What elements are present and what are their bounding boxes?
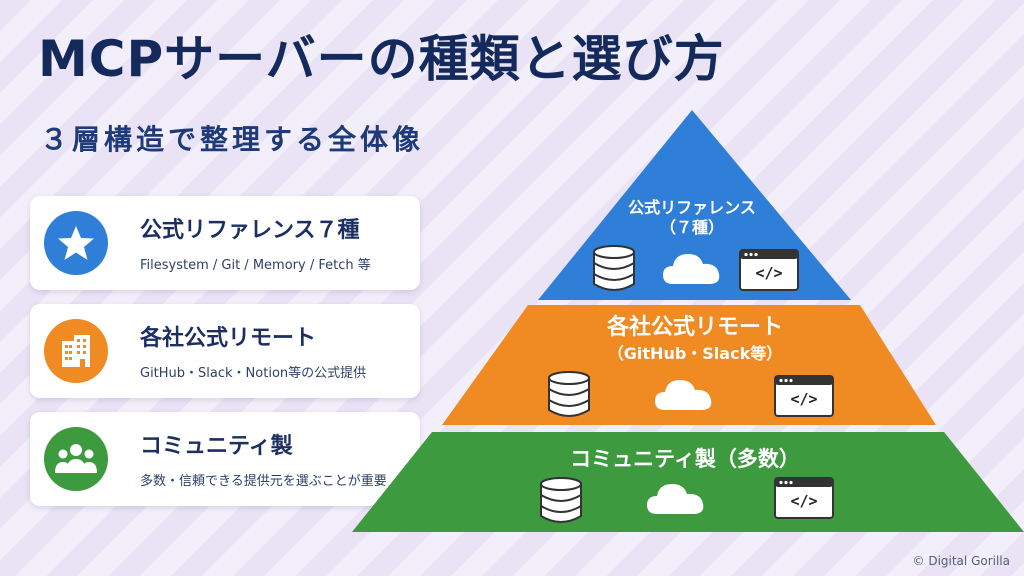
card-title: 各社公式リモート [140, 326, 317, 351]
copyright: © Digital Gorilla [912, 554, 1010, 568]
pyramid-middle-label: 各社公式リモート （GitHub・Slack等） [540, 315, 850, 367]
pyramid-top-label-line2: （７種） [659, 218, 724, 237]
database-icon [593, 245, 635, 291]
code-icon-text: </> [755, 264, 782, 282]
database-icon [540, 477, 582, 523]
pyramid-top-label: 公式リファレンス （７種） [592, 198, 792, 238]
building-icon [44, 319, 108, 383]
pyramid-middle-label-line2: （GitHub・Slack等） [607, 344, 783, 363]
card-description: GitHub・Slack・Notion等の公式提供 [140, 366, 367, 381]
page-subtitle: ３層構造で整理する全体像 [40, 123, 425, 156]
card-official-reference: 公式リファレンス７種 Filesystem / Git / Memory / F… [30, 196, 420, 290]
card-description: Filesystem / Git / Memory / Fetch 等 [140, 258, 371, 273]
pyramid-top-label-line1: 公式リファレンス [628, 198, 756, 217]
pyramid-bottom-label: コミュニティ製（多数） [570, 447, 800, 471]
code-icon-text: </> [790, 390, 817, 408]
card-community: コミュニティ製 多数・信頼できる提供元を選ぶことが重要 [30, 412, 420, 506]
card-title: 公式リファレンス７種 [140, 218, 360, 243]
card-description: 多数・信頼できる提供元を選ぶことが重要 [140, 474, 387, 489]
people-icon [44, 427, 108, 491]
page-title: MCPサーバーの種類と選び方 [38, 30, 725, 88]
star-icon [44, 211, 108, 275]
pyramid-middle-label-line1: 各社公式リモート [606, 315, 783, 340]
code-icon-text: </> [790, 492, 817, 510]
card-title: コミュニティ製 [140, 434, 293, 459]
database-icon [548, 371, 590, 417]
card-company-remote: 各社公式リモート GitHub・Slack・Notion等の公式提供 [30, 304, 420, 398]
pyramid-bottom-layer [352, 432, 1024, 532]
